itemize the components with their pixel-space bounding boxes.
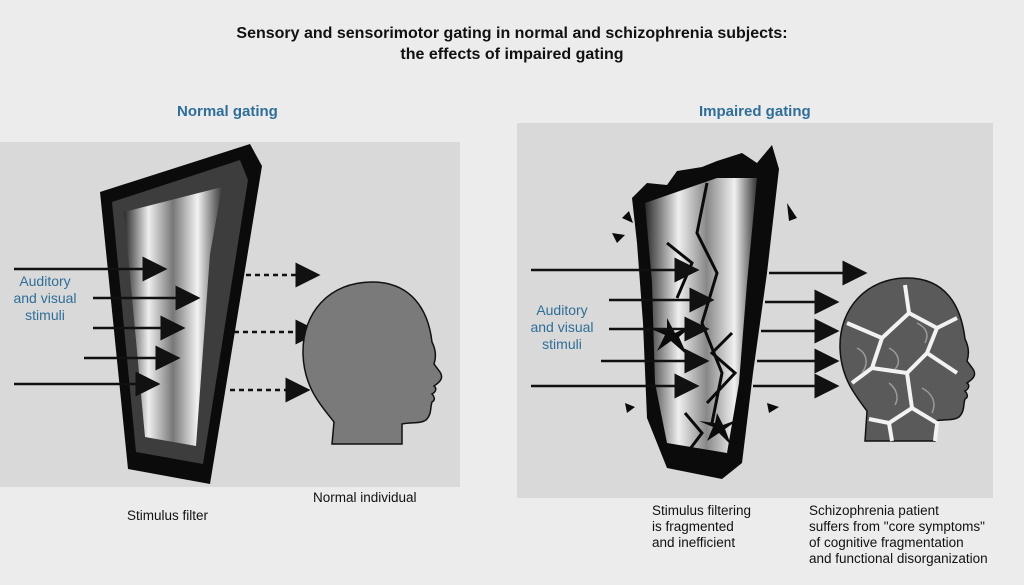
normal-stimuli-line-1: Auditory — [19, 273, 71, 289]
normal-stimuli-line-2: and visual — [13, 290, 77, 306]
figure-title-line-2: the effects of impaired gating — [400, 46, 624, 63]
fragmented-filter-shape — [612, 145, 797, 479]
impaired-gating-panel: Auditory and visual stimuli — [517, 123, 993, 498]
impaired-gating-illustration — [531, 145, 976, 479]
patient-caption: Schizophrenia patient suffers from "core… — [809, 503, 988, 567]
normal-gating-illustration — [14, 144, 443, 484]
impaired-stimuli-line-3: stimuli — [542, 336, 582, 352]
normal-gating-heading: Normal gating — [177, 103, 278, 120]
impaired-stimuli-label: Auditory and visual stimuli — [521, 302, 603, 353]
patient-caption-line-4: and functional disorganization — [809, 551, 988, 566]
normal-stimuli-label: Auditory and visual stimuli — [4, 273, 86, 324]
impaired-stimuli-line-2: and visual — [530, 319, 594, 335]
figure-title-line-1: Sensory and sensorimotor gating in norma… — [236, 25, 788, 42]
fragmented-filter-caption: Stimulus filtering is fragmented and ine… — [652, 503, 751, 551]
fragmented-filter-caption-line-1: Stimulus filtering — [652, 503, 752, 518]
patient-caption-line-1: Schizophrenia patient — [809, 503, 939, 518]
normal-individual-caption: Normal individual — [313, 490, 417, 505]
patient-caption-line-3: of cognitive fragmentation — [809, 535, 964, 550]
stimulus-filter-shape — [100, 144, 262, 484]
impaired-gating-heading: Impaired gating — [699, 103, 811, 120]
normal-gating-panel: Auditory and visual stimuli — [0, 142, 460, 487]
stimulus-filter-caption: Stimulus filter — [127, 508, 209, 523]
input-arrows — [14, 256, 201, 397]
impaired-stimuli-line-1: Auditory — [536, 302, 588, 318]
fragmented-filter-caption-line-2: is fragmented — [652, 519, 734, 534]
normal-head-icon — [302, 281, 443, 445]
output-arrows — [230, 262, 321, 403]
impaired-input-arrows — [531, 257, 715, 399]
impaired-output-arrows — [753, 260, 868, 399]
fragmented-head-icon — [839, 277, 976, 442]
normal-stimuli-line-3: stimuli — [25, 307, 65, 323]
patient-caption-line-2: suffers from "core symptoms" — [809, 519, 985, 534]
fragmented-filter-caption-line-3: and inefficient — [652, 535, 736, 550]
